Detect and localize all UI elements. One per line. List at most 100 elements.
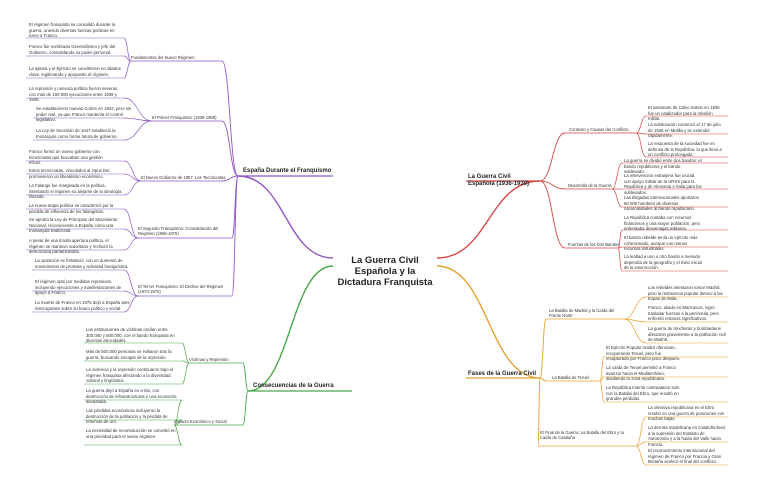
connector-curve xyxy=(635,441,647,447)
sub-batalla-teruel[interactable]: La Batalla de Teruel xyxy=(552,375,589,380)
connector-curve xyxy=(242,390,249,426)
connector-curve xyxy=(539,180,566,190)
connector-curve xyxy=(599,356,605,382)
list-item: La Ley de Sucesión de 1947 estableció la… xyxy=(36,128,118,139)
list-item: Las Brigadas Internacionales aportaron 6… xyxy=(624,195,700,211)
connector-curve xyxy=(611,188,623,208)
connector-curve xyxy=(221,60,239,177)
list-item: La derrota republicana en Cataluña llevó… xyxy=(648,425,726,447)
connector-curve xyxy=(247,265,334,392)
list-item: La muerte de Franco en 1975 dejó a Españ… xyxy=(35,300,130,311)
connector-curve xyxy=(123,237,139,251)
connector-curve xyxy=(623,318,647,344)
list-item: La ofensiva republicana en el Ebro resul… xyxy=(648,405,725,421)
connector-curve xyxy=(123,160,142,182)
list-item: La violencia y la represión continuaron … xyxy=(86,367,174,383)
list-item: La República intentó contraatacar solo c… xyxy=(606,385,680,401)
list-item: La nueva etapa política se caracterizó p… xyxy=(29,203,114,214)
connector-curve xyxy=(231,175,239,297)
connector-curve xyxy=(635,445,647,466)
list-item: Franco fue nombrado Generalísimo y jefe … xyxy=(29,44,116,55)
list-item: El asesinato de Calvo Sotelo en 1936 fue… xyxy=(648,105,720,121)
list-item: La necesidad de reconstrucción se convir… xyxy=(86,428,176,439)
connector-curve xyxy=(123,37,132,62)
sub-nuevo-gobierno-1957[interactable]: El Nuevo Gobierno de 1957. Los Tecnócrat… xyxy=(141,175,226,180)
list-item: La guerra se dividió entre dos bandos: e… xyxy=(624,158,702,174)
list-item: La sublevación comenzó el 17 de julio de… xyxy=(648,122,721,138)
list-item: La Falange fue marginada en la política,… xyxy=(29,183,122,199)
sub-batalla-madrid[interactable]: La Batalla de Madrid y la Caída del Fren… xyxy=(549,308,615,319)
connector-curve xyxy=(123,295,139,313)
sub-fuerzas-bandos[interactable]: Fuerzas de los Dos Bandos xyxy=(568,242,620,247)
sub-contexto-causas[interactable]: Contexto y Causas del Conflicto xyxy=(569,127,629,132)
list-item: Las estimaciones de víctimas oscilan ent… xyxy=(86,327,175,343)
connector-curve xyxy=(611,162,623,190)
connector-curve xyxy=(123,97,153,122)
list-item: El régimen optó por medidas represivas, … xyxy=(35,279,121,295)
list-item: El bando rebelde tenía un ejército más c… xyxy=(624,235,698,251)
list-item: Más de 500.000 personas se exiliaron tra… xyxy=(86,349,172,360)
connector-curve xyxy=(181,342,190,364)
connector-curve xyxy=(181,362,190,385)
branch-espana-franquismo[interactable]: España Durante el Franquismo xyxy=(243,168,332,174)
list-item: El régimen franquista se consolidó duran… xyxy=(29,22,115,38)
branch-fases-guerra[interactable]: Fases de la Guerra Civil xyxy=(468,371,537,377)
connector-curve xyxy=(221,120,239,177)
connector-curve xyxy=(599,376,605,382)
list-item: La guerra dejó a España en crisis, con d… xyxy=(86,388,177,404)
list-item: La caída de Teruel permitió a Franco ava… xyxy=(606,365,676,381)
sub-final-guerra[interactable]: El Final de la Guerra: La Batalla del Eb… xyxy=(540,430,624,441)
connector-curve xyxy=(537,377,541,447)
connector-curve xyxy=(221,175,239,182)
connector-curve xyxy=(173,424,183,446)
connector-curve xyxy=(123,117,153,122)
list-item: Franco formó un nuevo gobierno con tecnó… xyxy=(29,149,103,165)
connector-curve xyxy=(173,399,183,426)
connector-curve xyxy=(123,55,132,62)
list-item: Estos tecnócratas, vinculados al Opus De… xyxy=(29,168,111,179)
sub-segundo-franquismo[interactable]: El Segundo Franquismo: Consolidación del… xyxy=(138,226,219,237)
connector-curve xyxy=(123,269,139,297)
sub-fundamentos-regimen[interactable]: Fundamentos del Nuevo Régimen xyxy=(131,55,195,60)
list-item: El Ejército Popular realizó ofensivas, r… xyxy=(606,345,681,361)
connector-curve xyxy=(231,175,239,239)
sub-impacto-economico[interactable]: Impacto Económico y Social xyxy=(174,419,227,424)
connector-curve xyxy=(539,377,547,382)
connector-curve xyxy=(539,180,566,249)
connector-curve xyxy=(635,115,647,134)
connector-curve xyxy=(539,132,566,182)
connector-curve xyxy=(635,132,647,135)
list-item: La Iglesia y el Ejército se convirtieron… xyxy=(29,66,121,77)
sub-primer-franquismo[interactable]: El Primer Franquismo (1939-1959) xyxy=(152,115,217,120)
connector-curve xyxy=(123,60,132,79)
central-topic[interactable]: La Guerra Civil Española y la Dictadura … xyxy=(337,255,433,288)
connector-curve xyxy=(623,296,647,320)
branch-consecuencias-guerra[interactable]: Consecuencias de la Guerra xyxy=(253,383,334,389)
connector-curve xyxy=(242,362,249,392)
connector-curve xyxy=(617,247,623,272)
list-item: La República contaba con recursos financ… xyxy=(624,215,701,231)
sub-desarrollo-guerra[interactable]: Desarrollo de la Guerra xyxy=(568,183,612,188)
list-item: Los rebeldes intentaron tomar Madrid, pe… xyxy=(648,285,723,301)
connector-curve xyxy=(123,208,139,239)
list-item: La oposición se fortaleció, con un aumen… xyxy=(35,258,129,269)
connector-curve xyxy=(237,175,334,259)
connector-curve xyxy=(617,229,623,249)
connector-curve xyxy=(123,290,139,297)
list-item: Se establecieron nuevas Cortes en 1942, … xyxy=(36,106,132,122)
connector-curve xyxy=(599,380,605,403)
connector-curve xyxy=(123,173,142,182)
connector-curve xyxy=(436,180,541,259)
branch-guerra-civil[interactable]: La Guerra Civil Española (1936-1939) xyxy=(468,174,530,187)
connector-curve xyxy=(181,360,190,364)
sub-victimas-represion[interactable]: Víctimas y Represión xyxy=(189,357,229,362)
connector-curve xyxy=(635,416,647,447)
list-item: La lealtad a uno u otro bando a menudo d… xyxy=(624,254,702,270)
list-item: Franco, aliado en Marruecos, logró trasl… xyxy=(648,305,719,321)
connector-curve xyxy=(123,228,139,239)
connector-curve xyxy=(123,120,153,141)
connector-curve xyxy=(617,246,623,249)
sub-tercer-franquismo[interactable]: El Tercer Franquismo: El Declive del Rég… xyxy=(138,284,224,295)
connector-curve xyxy=(436,265,541,379)
